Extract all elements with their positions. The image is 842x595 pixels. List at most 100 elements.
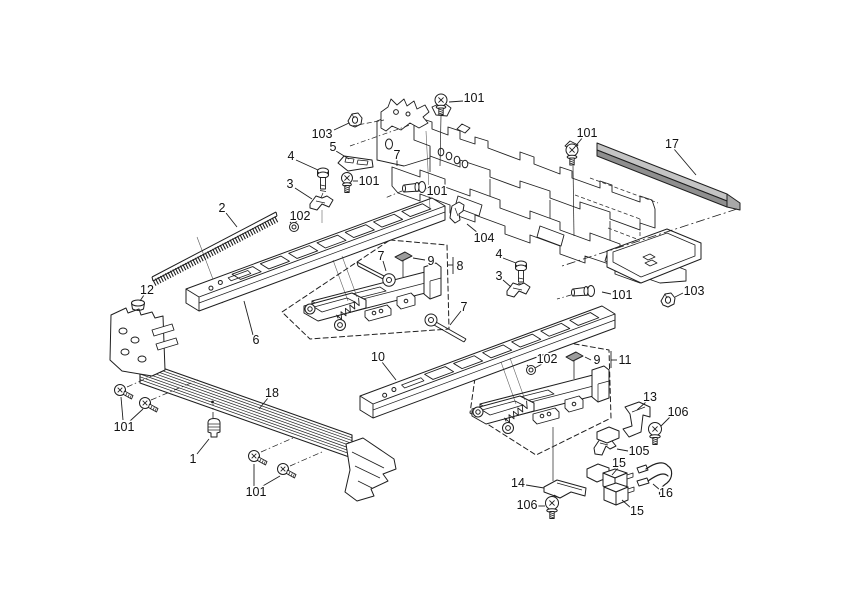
leader-line: [616, 448, 629, 452]
part-number-label: 101: [114, 420, 135, 434]
rail-18-end-bracket: [344, 437, 397, 502]
leader-line: [258, 397, 269, 410]
callout-15-b: 15: [621, 499, 645, 520]
callout-13: 13: [636, 389, 658, 411]
leader-line: [295, 159, 319, 171]
part-number-label: 3: [287, 177, 294, 191]
callout-15-a: 15: [611, 455, 627, 476]
part-number-label: 17: [665, 137, 679, 151]
callout-103-b: 103: [674, 283, 706, 300]
callout-101-a: 101: [448, 90, 486, 107]
dashed-box-8: [281, 239, 450, 340]
leader-line: [611, 467, 619, 476]
leader-line: [636, 401, 647, 411]
part-17-strip: [561, 142, 741, 267]
leader-line: [652, 483, 661, 491]
pins-and-pads: [289, 221, 584, 379]
leader-line: [225, 212, 238, 228]
callout-8: 8: [448, 257, 465, 275]
leader-line: [412, 257, 426, 261]
rail-10: [359, 305, 616, 419]
part-number-label: 7: [394, 148, 401, 162]
part-number-label: 10: [371, 350, 385, 364]
callout-101-e: 101: [601, 287, 634, 304]
leader-line: [573, 136, 584, 149]
part-number-label: 101: [612, 288, 633, 302]
carriage-1: [303, 262, 442, 331]
callout-18: 18: [258, 385, 280, 410]
leader-line: [502, 257, 517, 264]
small-parts: [309, 112, 676, 506]
callout-103-a: 103: [310, 122, 350, 143]
part-number-label: 103: [312, 127, 333, 141]
part-number-label: 9: [428, 254, 435, 268]
part-number-label: 12: [140, 283, 154, 297]
callout-3-b: 3: [494, 268, 512, 288]
part-number-label: 105: [629, 444, 650, 458]
part-number-label: 101: [427, 184, 448, 198]
part-number-label: 102: [537, 352, 558, 366]
leader-line: [525, 484, 545, 489]
part-number-label: 104: [474, 231, 495, 245]
callout-12: 12: [139, 282, 155, 302]
leader-line: [120, 396, 124, 421]
callout-9-a: 9: [412, 253, 436, 270]
part-number-label: 4: [496, 247, 503, 261]
callout-17: 17: [664, 136, 697, 176]
tray: [606, 228, 702, 284]
callout-14: 14: [510, 475, 545, 492]
chassis-frame: [376, 98, 702, 284]
callout-7-c: 7: [449, 299, 469, 326]
callout-16: 16: [652, 483, 674, 502]
leader-line: [534, 363, 543, 369]
part-number-label: 4: [288, 149, 295, 163]
leader-line: [449, 310, 462, 326]
leader-line: [660, 415, 672, 427]
part-number-label: 1: [190, 452, 197, 466]
callout-1: 1: [188, 438, 210, 468]
leader-line: [129, 408, 144, 422]
callout-6: 6: [243, 300, 261, 349]
part-number-label: 13: [643, 390, 657, 404]
part-number-label: 11: [619, 353, 632, 367]
callout-105: 105: [616, 443, 651, 460]
callout-106-b: 106: [515, 497, 545, 514]
leader-line: [466, 223, 479, 234]
callout-101-g: 101: [244, 464, 281, 501]
leader-line: [294, 220, 298, 224]
callout-4-b: 4: [494, 246, 517, 264]
rail-18: [139, 359, 353, 459]
leader-line: [502, 279, 512, 288]
part-number-label: 8: [457, 259, 464, 273]
part-number-label: 3: [496, 269, 503, 283]
part-number-label: 106: [668, 405, 689, 419]
callout-104: 104: [466, 223, 496, 247]
part-number-label: 6: [253, 333, 260, 347]
part-number-label: 106: [517, 498, 538, 512]
part-number-label: 16: [659, 486, 673, 500]
part-number-label: 9: [594, 353, 601, 367]
leader-line: [673, 148, 697, 176]
leader-line: [139, 294, 145, 302]
callout-101-c: 101: [425, 183, 449, 200]
part-12-cap: [131, 299, 145, 311]
leader-line: [425, 187, 429, 191]
screws: [114, 93, 662, 519]
part-number-label: 101: [464, 91, 485, 105]
part-number-label: 101: [577, 126, 598, 140]
leader-line: [335, 150, 350, 160]
leader-line: [243, 300, 254, 336]
leader-line: [601, 291, 612, 295]
callout-3-a: 3: [285, 176, 313, 200]
part-number-label: 2: [219, 201, 226, 215]
callout-10: 10: [370, 349, 397, 381]
rail-6: [185, 197, 446, 312]
callout-7-b: 7: [376, 248, 387, 272]
callout-106-a: 106: [660, 404, 690, 427]
part-number-label: 102: [290, 209, 311, 223]
part-number-label: 103: [684, 284, 705, 298]
part-number-label: 18: [265, 386, 279, 400]
callout-5: 5: [328, 139, 350, 160]
